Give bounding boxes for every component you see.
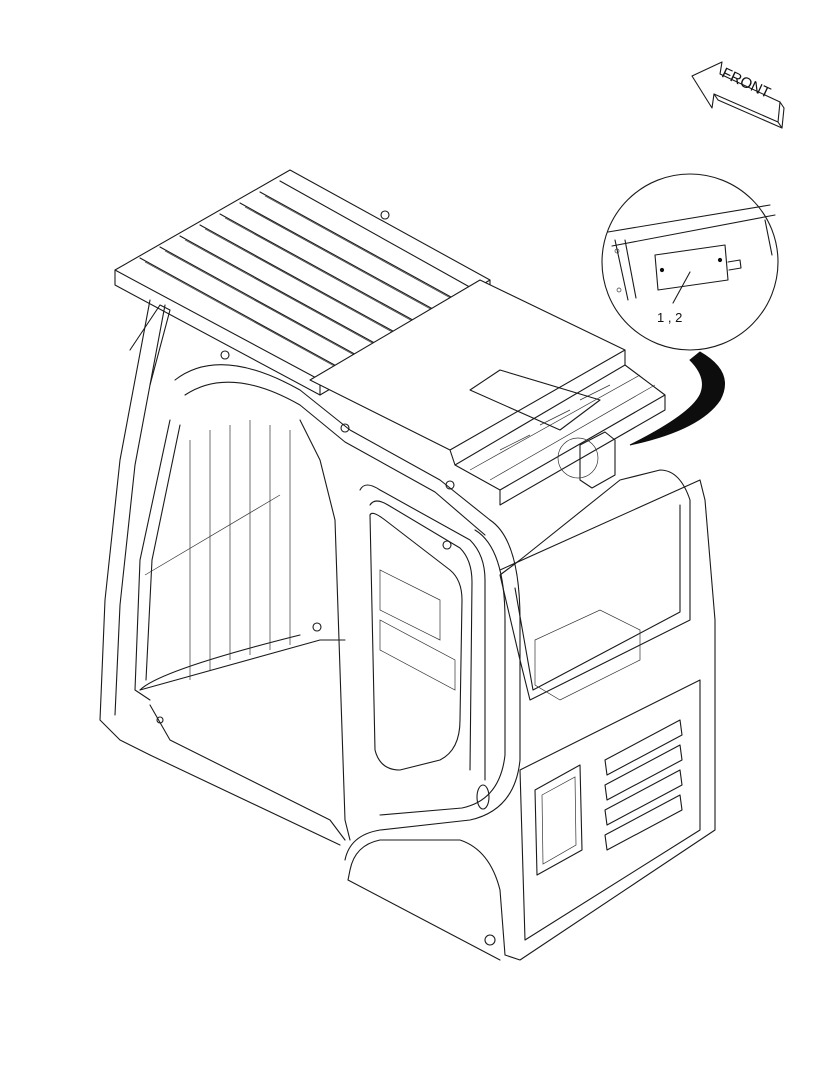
callout-pointer-icon	[629, 351, 725, 446]
front-arrow-icon: FRONT	[691, 61, 785, 129]
label-plate	[654, 244, 729, 291]
part-reference-label: 1 , 2	[657, 310, 682, 325]
detail-callout: 1 , 2	[601, 173, 779, 446]
roof-guard	[114, 169, 666, 506]
cab-body	[99, 299, 716, 961]
